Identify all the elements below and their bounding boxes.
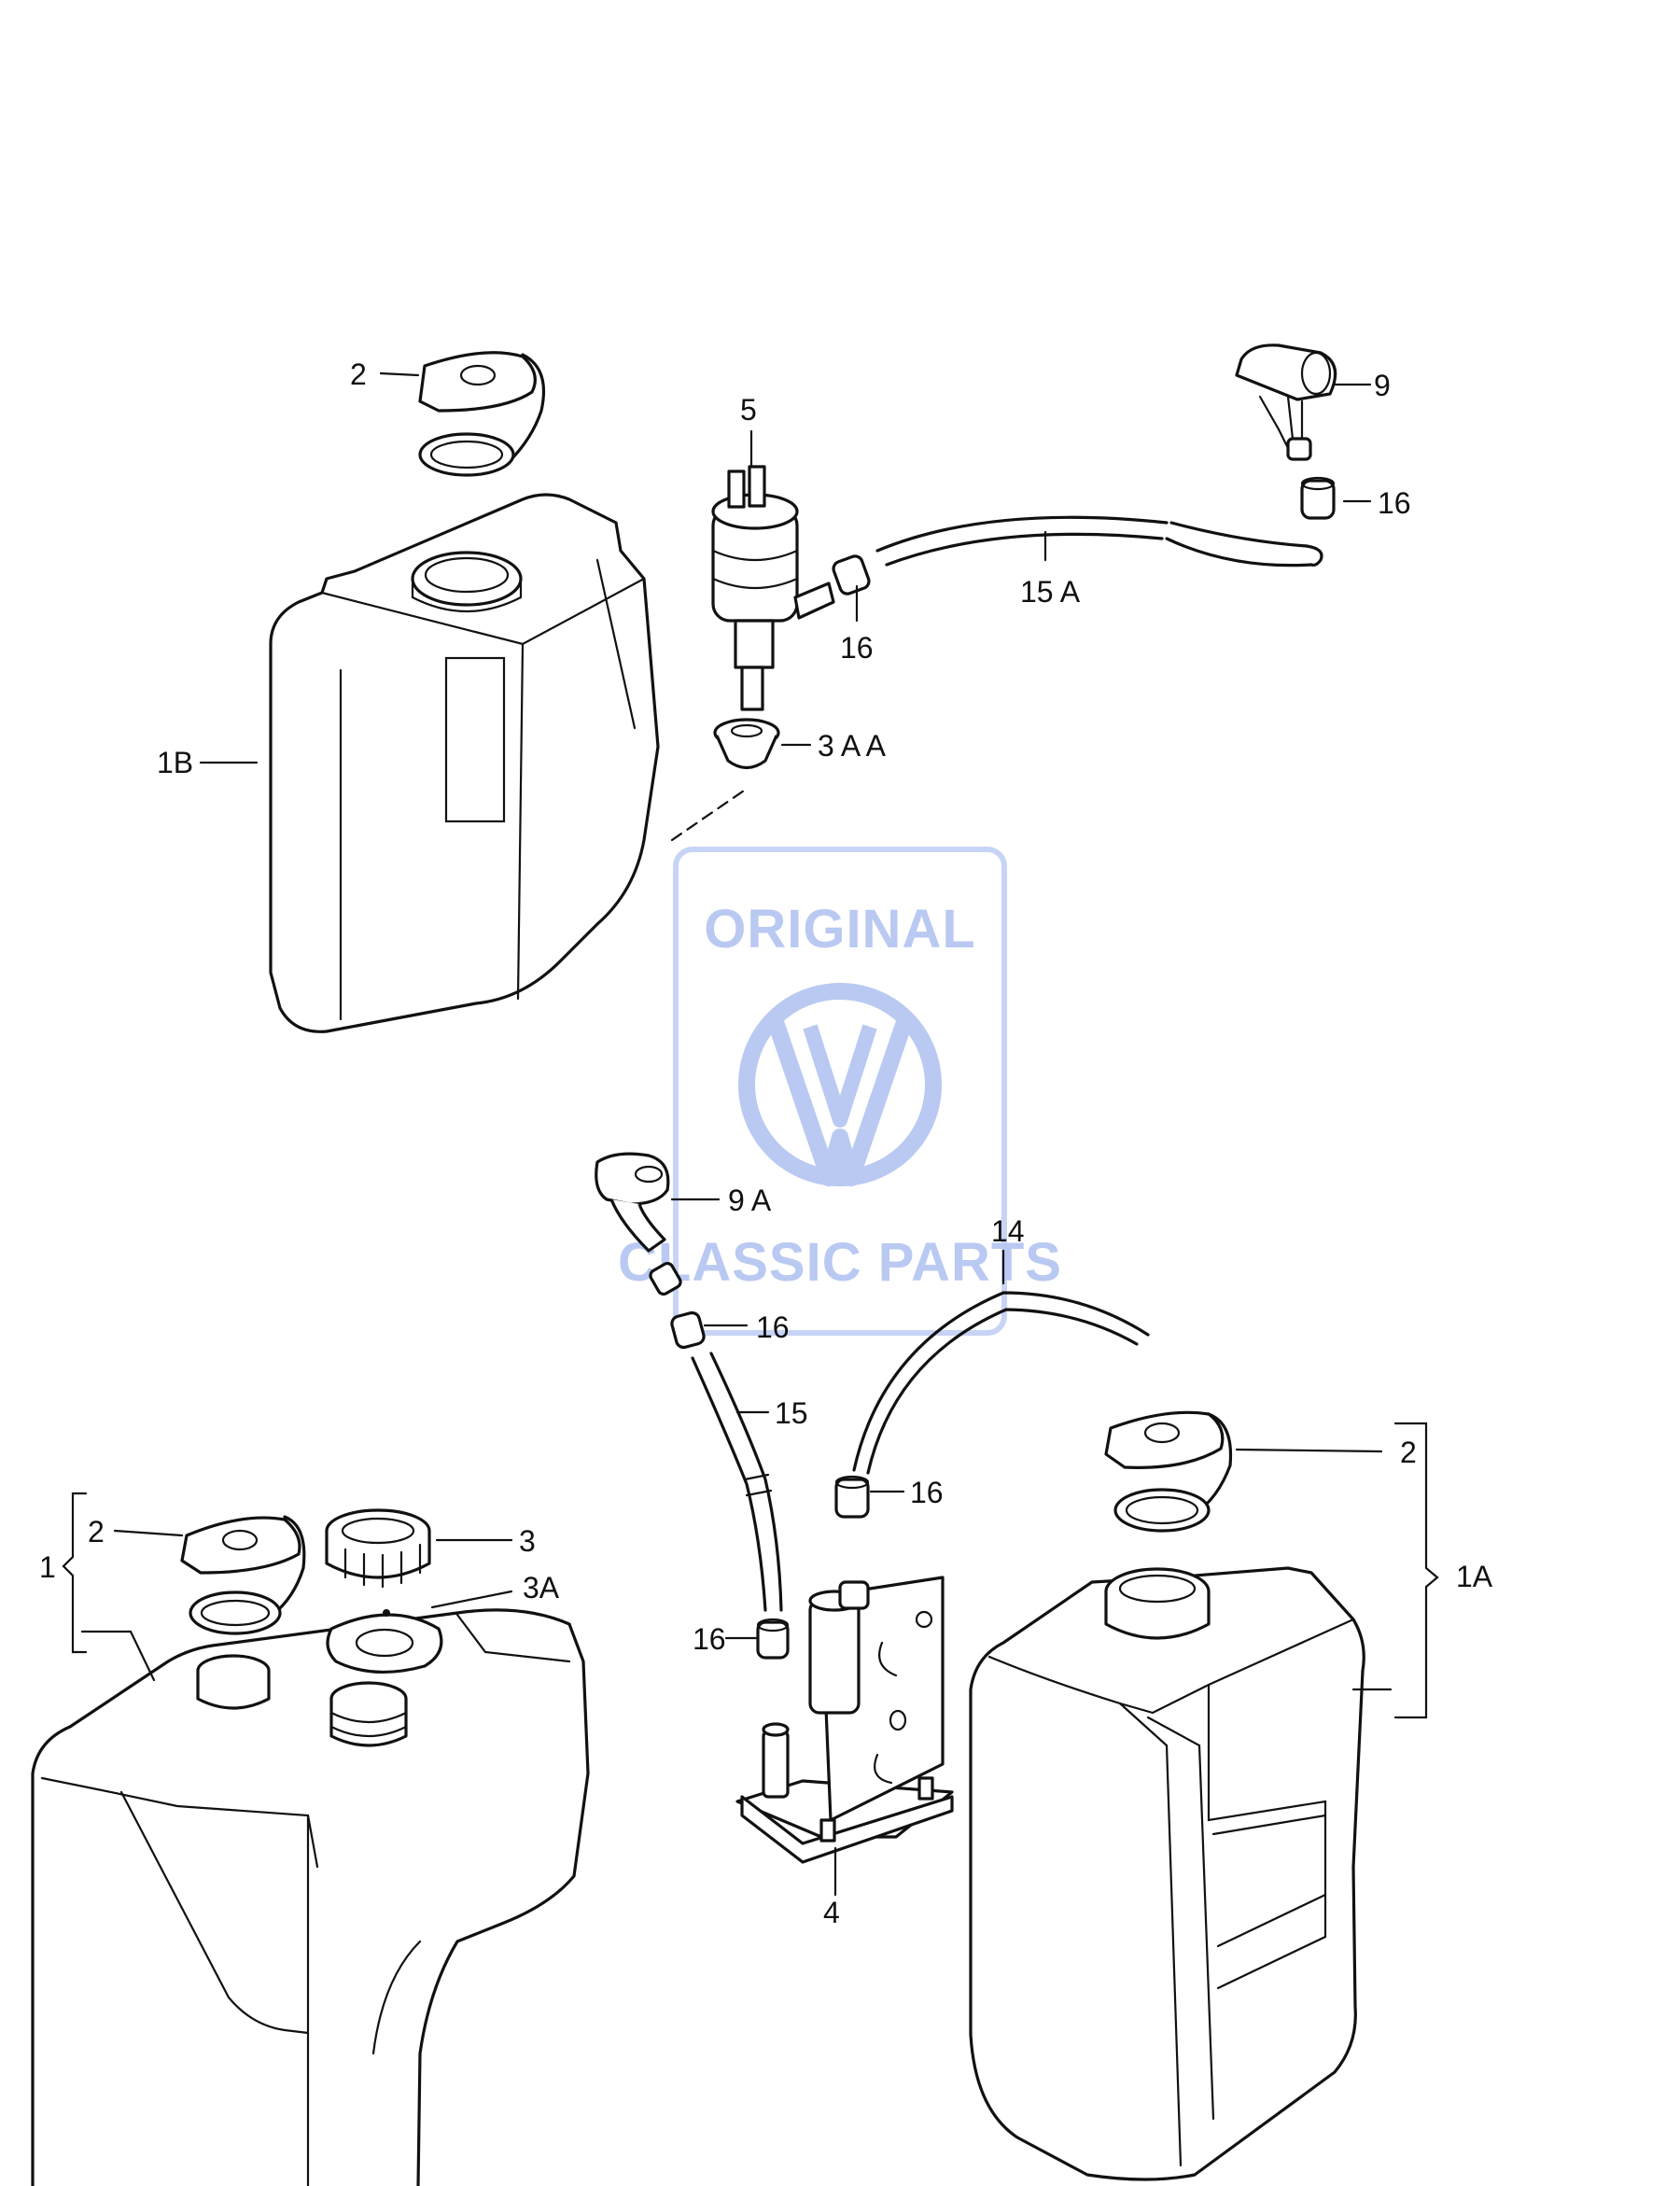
filler-cap-left bbox=[180, 1515, 306, 1635]
label-1: 1 bbox=[39, 1550, 56, 1584]
connector-16-right bbox=[834, 1475, 870, 1519]
watermark-top-text: ORIGINAL bbox=[704, 899, 976, 960]
label-16-top-right: 16 bbox=[1378, 486, 1411, 520]
label-4: 4 bbox=[823, 1896, 840, 1929]
label-16-top-mid: 16 bbox=[840, 631, 874, 665]
dash-line-3AA bbox=[670, 787, 749, 842]
connector-16-low bbox=[756, 1618, 790, 1660]
vw-logo-icon bbox=[738, 983, 942, 1186]
nozzle-9A bbox=[595, 1152, 682, 1296]
label-16-mid: 16 bbox=[756, 1310, 790, 1344]
part-labels: 2 5 9 16 15 A 16 3 A A 1B 9 A 14 16 15 1… bbox=[39, 357, 1493, 1929]
nozzle-9 bbox=[1235, 343, 1337, 461]
label-9A: 9 A bbox=[728, 1184, 772, 1217]
label-15A: 15 A bbox=[1020, 575, 1081, 609]
label-2-top: 2 bbox=[350, 357, 367, 391]
filler-cap-top bbox=[418, 351, 546, 477]
filler-cap-3 bbox=[325, 1508, 431, 1589]
reservoir-1 bbox=[31, 1608, 590, 2186]
connector-16-top-right bbox=[1300, 476, 1336, 520]
reservoir-1B bbox=[269, 493, 660, 1033]
grommet-3AA bbox=[713, 718, 780, 770]
leader-lines bbox=[62, 371, 1439, 1897]
label-3A: 3A bbox=[523, 1571, 560, 1604]
label-3AA: 3 A A bbox=[818, 729, 887, 763]
label-5: 5 bbox=[740, 393, 757, 427]
label-9: 9 bbox=[1374, 369, 1391, 402]
connector-16-top-mid bbox=[832, 554, 871, 596]
washer-pump bbox=[711, 465, 835, 711]
hose-14 bbox=[852, 1291, 1150, 1475]
reservoir-1A bbox=[969, 1566, 1365, 2181]
label-14: 14 bbox=[991, 1214, 1025, 1248]
label-2-left: 2 bbox=[88, 1515, 105, 1548]
label-16-low: 16 bbox=[693, 1622, 726, 1656]
gasket-3A bbox=[326, 1609, 443, 1674]
label-15: 15 bbox=[775, 1396, 808, 1430]
watermark: ORIGINAL CLASSIC PARTS bbox=[618, 847, 1062, 1336]
pump-bracket-4 bbox=[735, 1576, 954, 1864]
hose-15 bbox=[691, 1352, 783, 1612]
connector-16-mid bbox=[670, 1310, 706, 1350]
label-3: 3 bbox=[519, 1524, 536, 1558]
label-1A: 1A bbox=[1456, 1560, 1493, 1593]
filler-cap-right bbox=[1104, 1410, 1233, 1533]
label-1B: 1B bbox=[157, 746, 193, 779]
watermark-bottom-text: CLASSIC PARTS bbox=[618, 1232, 1062, 1293]
hose-15A bbox=[875, 515, 1323, 568]
label-16-right: 16 bbox=[910, 1476, 944, 1509]
label-2-right: 2 bbox=[1400, 1436, 1417, 1469]
